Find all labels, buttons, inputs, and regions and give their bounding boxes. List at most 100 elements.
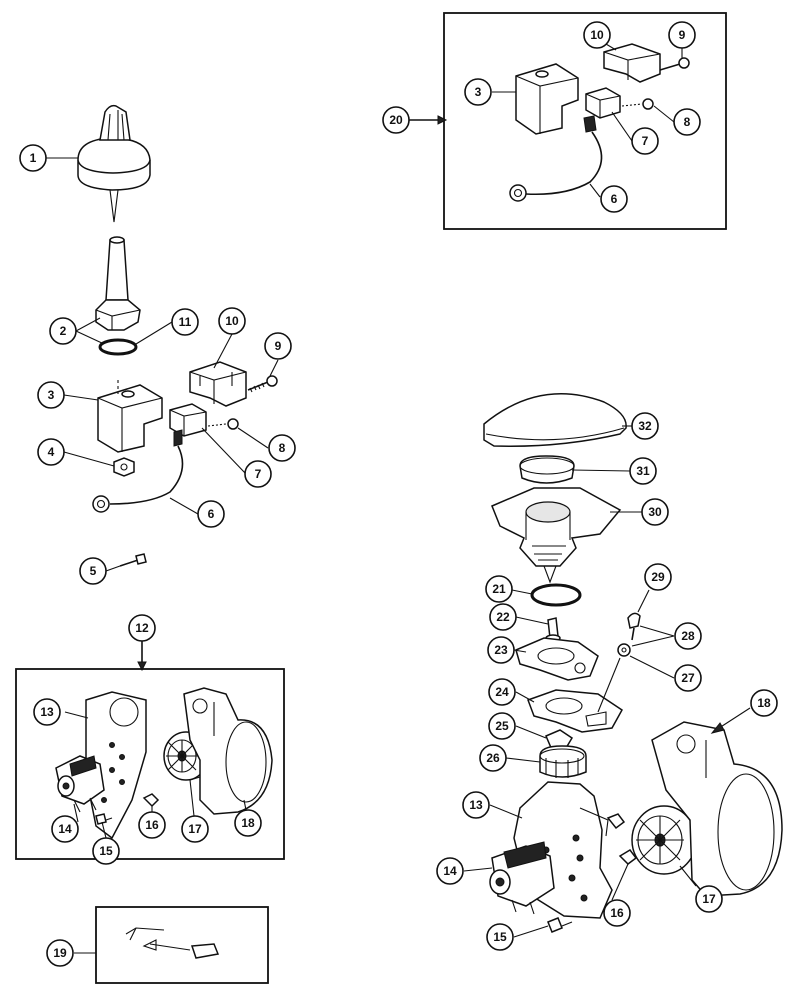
callout-7-right: 7: [631, 127, 659, 155]
harness-part-19: [125, 927, 220, 959]
svg-text:19: 19: [53, 946, 67, 960]
callout-17-left: 17: [181, 815, 209, 843]
cap-part-32: [483, 393, 627, 447]
insert-part-31: [519, 455, 575, 484]
svg-text:17: 17: [702, 892, 716, 906]
callout-1: 1: [19, 144, 47, 172]
svg-text:20: 20: [389, 113, 403, 127]
svg-text:10: 10: [590, 28, 604, 42]
svg-text:3: 3: [475, 85, 482, 99]
switch-part-7-left: [169, 403, 207, 447]
svg-text:14: 14: [443, 864, 457, 878]
callout-31: 31: [629, 457, 657, 485]
svg-text:11: 11: [179, 315, 192, 329]
blower-housing-part-18-left: [183, 687, 273, 815]
svg-text:29: 29: [651, 570, 665, 584]
ring-part-21: [530, 583, 582, 607]
callout-13-right: 13: [462, 791, 490, 819]
svg-text:15: 15: [493, 930, 507, 944]
callout-23: 23: [487, 636, 515, 664]
screw-part-9-right: [659, 57, 690, 71]
svg-text:30: 30: [648, 505, 662, 519]
washer-part-8-left: [207, 418, 239, 430]
callout-11: 11: [171, 308, 199, 336]
screw-part-9-left: [247, 375, 278, 393]
wire-part-6-left: [92, 445, 184, 513]
switch-part-7-right: [583, 87, 621, 133]
retainer-part-10-right: [603, 43, 661, 83]
callout-25: 25: [488, 712, 516, 740]
callout-13-left: 13: [33, 698, 61, 726]
svg-text:32: 32: [638, 419, 652, 433]
svg-text:4: 4: [48, 445, 55, 459]
callout-9-right: 9: [668, 21, 696, 49]
callout-12: 12: [128, 614, 156, 642]
callout-5: 5: [79, 557, 107, 585]
svg-text:26: 26: [486, 751, 500, 765]
svg-text:25: 25: [495, 719, 509, 733]
callout-26: 26: [479, 744, 507, 772]
callout-18-left: 18: [234, 809, 262, 837]
svg-text:7: 7: [255, 467, 262, 481]
callout-15-left: 15: [92, 837, 120, 865]
motor-part-14-right: [489, 841, 555, 915]
svg-text:14: 14: [58, 822, 72, 836]
callout-17-right: 17: [695, 885, 723, 913]
screw-part-22: [545, 617, 561, 642]
callout-27: 27: [674, 664, 702, 692]
svg-text:24: 24: [495, 685, 509, 699]
svg-text:6: 6: [208, 507, 215, 521]
callout-3-right: 3: [464, 78, 492, 106]
callout-2: 2: [49, 317, 77, 345]
svg-text:12: 12: [135, 621, 149, 635]
svg-text:8: 8: [684, 115, 691, 129]
callout-16-left: 16: [138, 811, 166, 839]
gasket-part-24: [527, 689, 623, 733]
svg-text:16: 16: [145, 818, 159, 832]
callout-9-left: 9: [264, 332, 292, 360]
callout-14-left: 14: [51, 815, 79, 843]
motor-plate-part-13-left: [85, 691, 147, 840]
callout-20: 20: [382, 106, 410, 134]
housing-part-30: [491, 487, 622, 584]
svg-text:13: 13: [469, 798, 483, 812]
screw-part-15-right: [547, 917, 573, 933]
svg-text:15: 15: [99, 844, 113, 858]
nut-part-4: [113, 457, 135, 477]
motor-part-14-left: [55, 755, 105, 813]
svg-text:2: 2: [60, 324, 67, 338]
svg-text:6: 6: [611, 192, 618, 206]
shaft-part-2: [95, 236, 141, 331]
callout-16-right: 16: [603, 899, 631, 927]
blower-housing-part-18-right: [651, 721, 783, 897]
svg-text:16: 16: [610, 906, 624, 920]
callout-10-right: 10: [583, 21, 611, 49]
callout-6-left: 6: [197, 500, 225, 528]
svg-text:18: 18: [757, 696, 771, 710]
callout-4: 4: [37, 438, 65, 466]
ring-part-11: [98, 338, 138, 356]
svg-text:22: 22: [496, 610, 510, 624]
callout-8-right: 8: [673, 108, 701, 136]
retainer-part-10-left: [189, 361, 247, 407]
svg-text:8: 8: [279, 441, 286, 455]
callout-19: 19: [46, 939, 74, 967]
screw-part-15-left: [95, 813, 113, 825]
wire-part-6-right: [509, 131, 603, 202]
callout-18-right: 18: [750, 689, 778, 717]
callout-10-left: 10: [218, 307, 246, 335]
nut-part-26: [539, 745, 587, 778]
svg-text:31: 31: [636, 464, 650, 478]
svg-text:7: 7: [642, 134, 649, 148]
bracket-part-3-right: [515, 63, 579, 135]
callout-32: 32: [631, 412, 659, 440]
callout-14-right: 14: [436, 857, 464, 885]
callout-30: 30: [641, 498, 669, 526]
callout-15-right: 15: [486, 923, 514, 951]
callout-24: 24: [488, 678, 516, 706]
svg-text:10: 10: [225, 314, 239, 328]
callout-21: 21: [485, 575, 513, 603]
svg-text:5: 5: [90, 564, 97, 578]
svg-text:27: 27: [681, 671, 695, 685]
